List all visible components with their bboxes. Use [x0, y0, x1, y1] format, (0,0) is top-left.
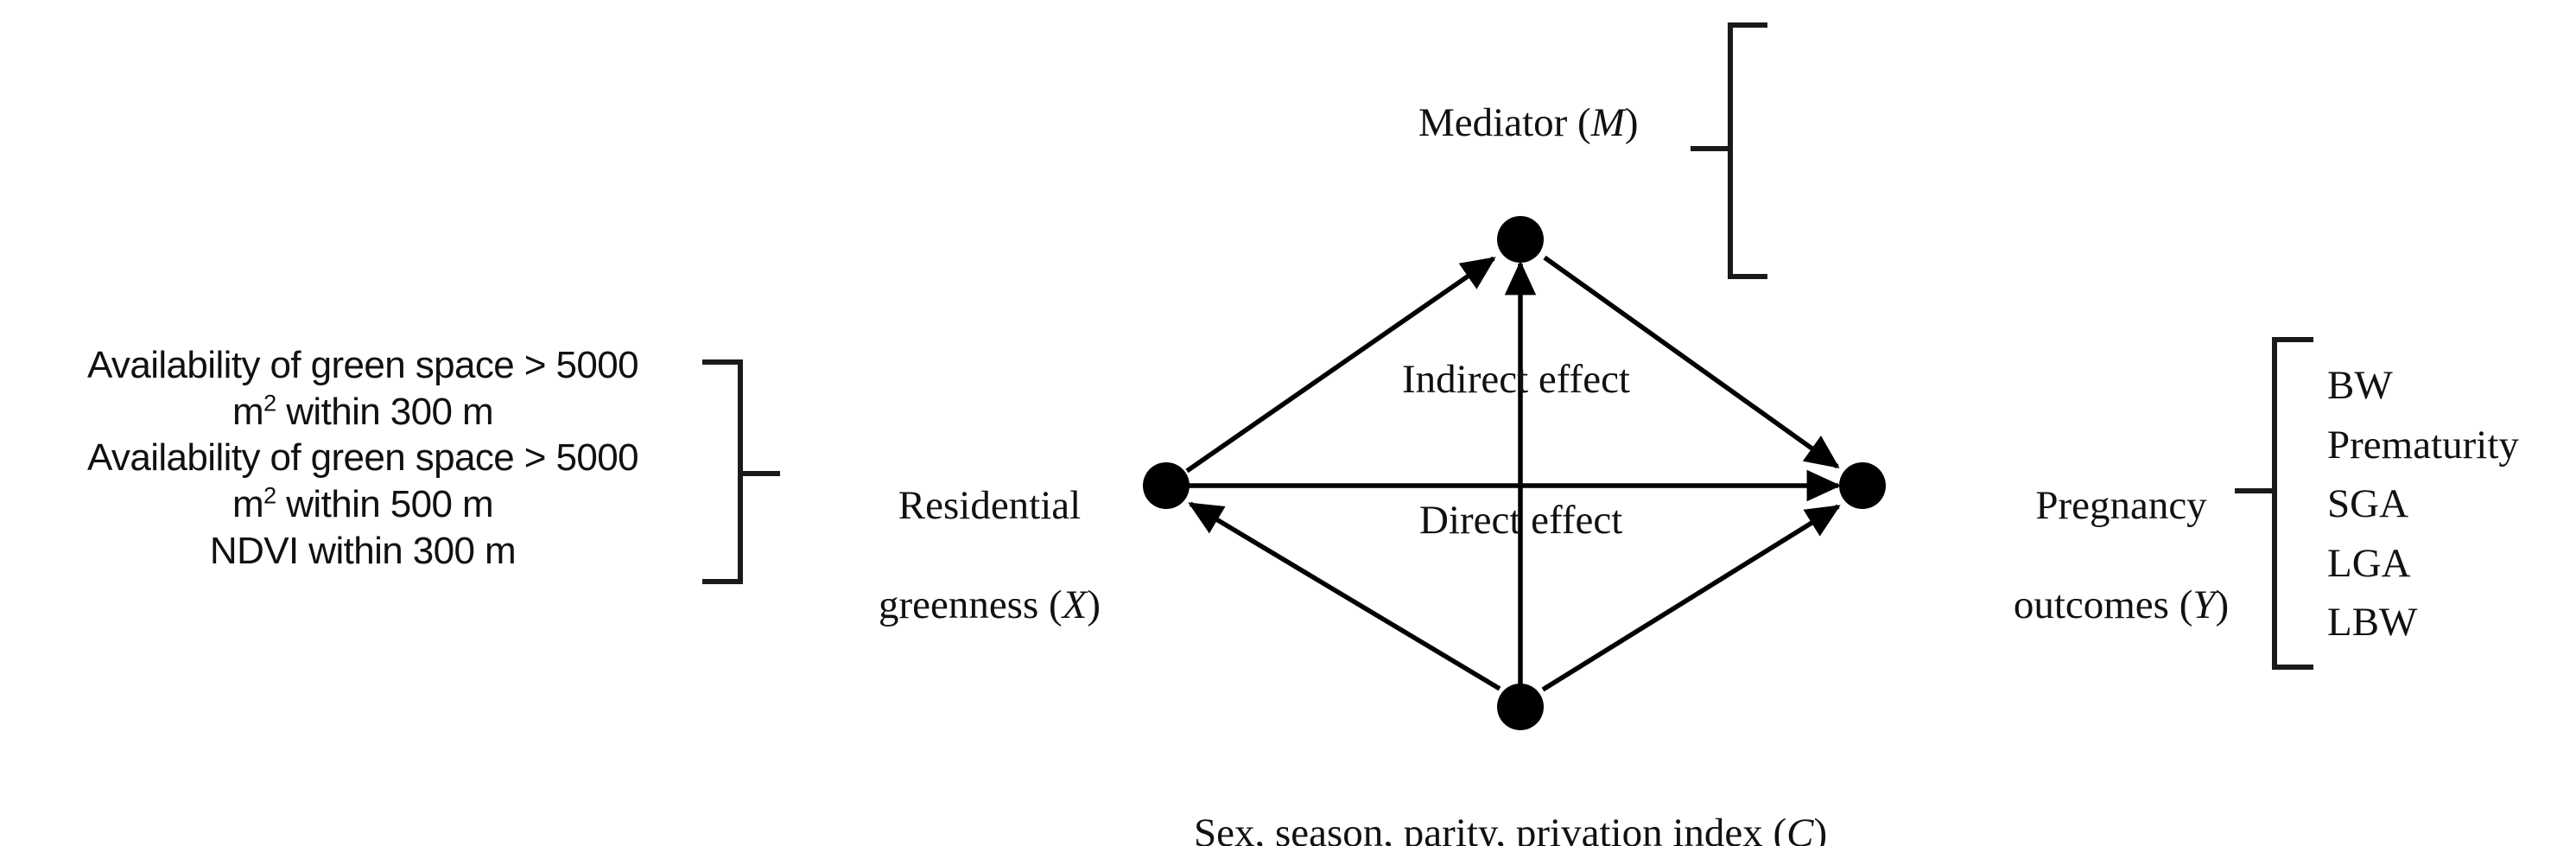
node-y-outcome	[1839, 462, 1886, 509]
edge-x-to-m	[1185, 256, 1496, 474]
outcome-group-label: Pregnancy outcomes (Y)	[1937, 432, 2265, 680]
node-m-mediator	[1497, 216, 1544, 263]
exposure-item: m2 within 300 m	[0, 389, 726, 436]
confounders-label: Sex, season, parity, privation index (C)	[1153, 769, 1827, 846]
variable-symbol-c: C	[1786, 810, 1814, 846]
outcome-item: LBW	[2327, 600, 2418, 646]
outcome-item-list: BW Prematurity SGA LGA LBW	[2327, 356, 2519, 652]
edge-c-to-x	[1188, 501, 1501, 691]
confounders-label-text: Sex, season, parity, privation index (	[1194, 810, 1787, 846]
exposure-item-unit: m	[232, 390, 264, 433]
exposure-item-suffix: within 500 m	[276, 483, 494, 526]
variable-symbol-m: M	[1590, 99, 1625, 145]
outcome-item: SGA	[2327, 481, 2409, 527]
mediator-group-label: Mediator (M)	[1378, 59, 1639, 188]
exposure-item: Availability of green space > 5000	[86, 344, 639, 386]
edge-c-to-y	[1541, 504, 1841, 692]
exposure-group-label-line1: Residential	[898, 483, 1082, 529]
variable-symbol-y: Y	[2192, 582, 2216, 627]
outcome-group-label-line2: outcomes (	[2013, 582, 2193, 627]
indirect-effect-label: Indirect effect	[1402, 357, 1630, 402]
exposure-item-suffix: within 300 m	[276, 390, 494, 433]
mediator-label-paren: )	[1624, 99, 1639, 145]
mediator-bracket	[1728, 22, 1767, 279]
mediator-label-text: Mediator (	[1418, 99, 1591, 145]
exposure-group-label: Residential greenness (X)	[827, 432, 1112, 680]
direct-effect-label: Direct effect	[1419, 498, 1623, 543]
outcome-group-label-line1: Pregnancy	[2035, 483, 2207, 529]
variable-symbol-x: X	[1062, 582, 1088, 627]
confounders-label-paren: )	[1813, 810, 1828, 846]
outcome-item: BW	[2327, 363, 2393, 408]
exposure-group-label-line2: greenness (	[878, 582, 1063, 627]
exposure-group-label-paren: )	[1087, 582, 1101, 627]
edge-m-to-y	[1543, 255, 1840, 469]
outcome-group-label-paren: )	[2215, 582, 2230, 627]
outcome-item: Prematurity	[2327, 422, 2519, 468]
exposure-item: NDVI within 300 m	[209, 529, 517, 572]
outcome-item: LGA	[2327, 540, 2411, 586]
exposure-item-superscript: 2	[263, 481, 276, 509]
exposure-item: Availability of green space > 5000	[86, 436, 639, 480]
exposure-item-list: Availability of green space > 5000 m2 wi…	[0, 342, 726, 574]
exposure-item-unit: m	[232, 483, 264, 526]
exposure-item-superscript: 2	[263, 389, 276, 417]
exposure-item: m2 within 500 m	[0, 481, 726, 528]
outcome-bracket	[2272, 337, 2313, 670]
node-x-exposure	[1143, 462, 1190, 509]
node-c-confounders	[1497, 684, 1544, 730]
